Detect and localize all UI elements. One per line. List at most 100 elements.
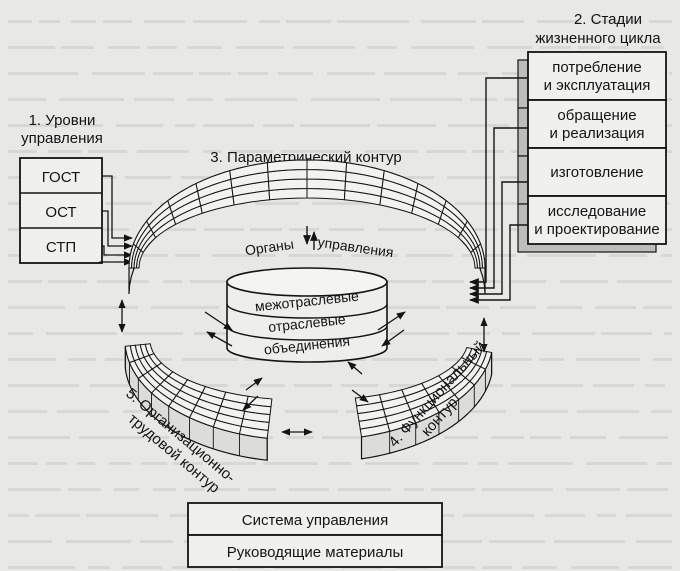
background-text-line	[293, 46, 355, 49]
background-text-line	[341, 384, 378, 387]
lifecycle-stage-label: и эксплуатация	[544, 77, 651, 94]
background-text-line	[311, 98, 380, 101]
background-text-line	[259, 20, 280, 23]
background-text-line	[502, 332, 520, 335]
cylinder-body	[226, 281, 388, 363]
lifecycle-stage-box	[527, 147, 667, 197]
background-text-line	[482, 566, 512, 569]
lifecycle-title-line-1: 2. Стадии	[574, 11, 642, 28]
background-text-line	[8, 98, 46, 101]
background-text-line	[444, 436, 478, 439]
background-text-line	[250, 228, 282, 231]
background-text-line	[627, 488, 668, 491]
background-text-line	[522, 566, 557, 569]
levels-title: 1. Уровни управления	[21, 112, 103, 147]
background-text-line	[8, 462, 38, 465]
background-text-line	[480, 358, 532, 361]
background-text-line	[593, 20, 642, 23]
background-text-line	[487, 46, 532, 49]
background-text-line	[609, 46, 628, 49]
background-text-line	[68, 358, 96, 361]
background-text-line	[406, 254, 453, 257]
background-text-line	[365, 150, 418, 153]
background-text-line	[190, 280, 233, 283]
background-text-line	[653, 358, 672, 361]
background-text-line	[8, 488, 61, 491]
cylinder-band	[226, 325, 388, 341]
background-text-line	[79, 436, 143, 439]
background-text-line	[97, 280, 149, 283]
background-text-line	[109, 462, 131, 465]
background-text-line	[199, 72, 231, 75]
background-text-line	[327, 72, 375, 75]
background-text-line	[8, 280, 42, 283]
background-text-line	[619, 436, 668, 439]
background-text-line	[447, 176, 492, 179]
cylinder-top	[226, 267, 388, 297]
background-text-line	[433, 540, 482, 543]
levels-title-line-2: управления	[21, 130, 103, 147]
background-text-line	[351, 254, 398, 257]
background-text-line	[448, 124, 509, 127]
background-text-line	[431, 488, 475, 491]
background-text-line	[281, 150, 351, 153]
background-text-line	[520, 410, 568, 413]
background-text-line	[79, 306, 138, 309]
levels-title-line-1: 1. Уровни	[29, 112, 96, 129]
background-text-line	[289, 488, 329, 491]
background-text-line	[609, 254, 647, 257]
background-text-line	[59, 98, 124, 101]
background-text-line	[153, 72, 193, 75]
background-text-line	[66, 540, 131, 543]
background-text-line	[141, 462, 167, 465]
background-text-line	[8, 514, 29, 517]
background-text-line	[661, 254, 672, 257]
parametric-title: 3. Параметрический контур	[210, 149, 401, 166]
background-text-line	[48, 150, 82, 153]
background-text-line	[203, 124, 254, 127]
background-text-line	[122, 566, 162, 569]
background-text-line	[586, 462, 647, 465]
background-text-line	[540, 46, 571, 49]
background-text-line	[426, 150, 466, 153]
background-text-line	[365, 462, 419, 465]
background-text-line	[173, 462, 203, 465]
background-text-line	[530, 436, 561, 439]
background-text-line	[571, 566, 619, 569]
background-text-line	[329, 228, 364, 231]
background-text-line	[570, 436, 606, 439]
background-text-line	[628, 566, 672, 569]
background-text-line	[445, 358, 472, 361]
materials-label: Руководящие материалы	[227, 544, 403, 561]
system-box	[187, 502, 443, 536]
level-stp: СТП	[46, 239, 76, 256]
lifecycle-stage-label: исследование	[548, 203, 646, 220]
background-text-line	[203, 150, 222, 153]
background-text-line	[617, 280, 672, 283]
background-text-line	[116, 124, 163, 127]
background-text-line	[657, 462, 672, 465]
background-text-line	[367, 46, 397, 49]
background-text-line	[8, 566, 75, 569]
background-text-line	[404, 488, 424, 491]
background-text-line	[81, 124, 103, 127]
background-text-line	[35, 514, 80, 517]
background-text-line	[322, 436, 382, 439]
background-text-line	[669, 72, 672, 75]
background-text-line	[421, 20, 476, 23]
background-text-line	[595, 306, 636, 309]
background-text-line	[8, 46, 55, 49]
background-text-line	[8, 124, 69, 127]
background-text-line	[455, 202, 524, 205]
system-label: Система управления	[242, 512, 388, 529]
background-text-line	[225, 98, 297, 101]
background-text-line	[8, 332, 33, 335]
background-text-line	[286, 436, 314, 439]
background-text-line	[433, 462, 468, 465]
materials-box	[187, 534, 443, 568]
background-text-line	[664, 332, 672, 335]
background-text-line	[182, 358, 238, 361]
background-text-line	[46, 462, 67, 465]
